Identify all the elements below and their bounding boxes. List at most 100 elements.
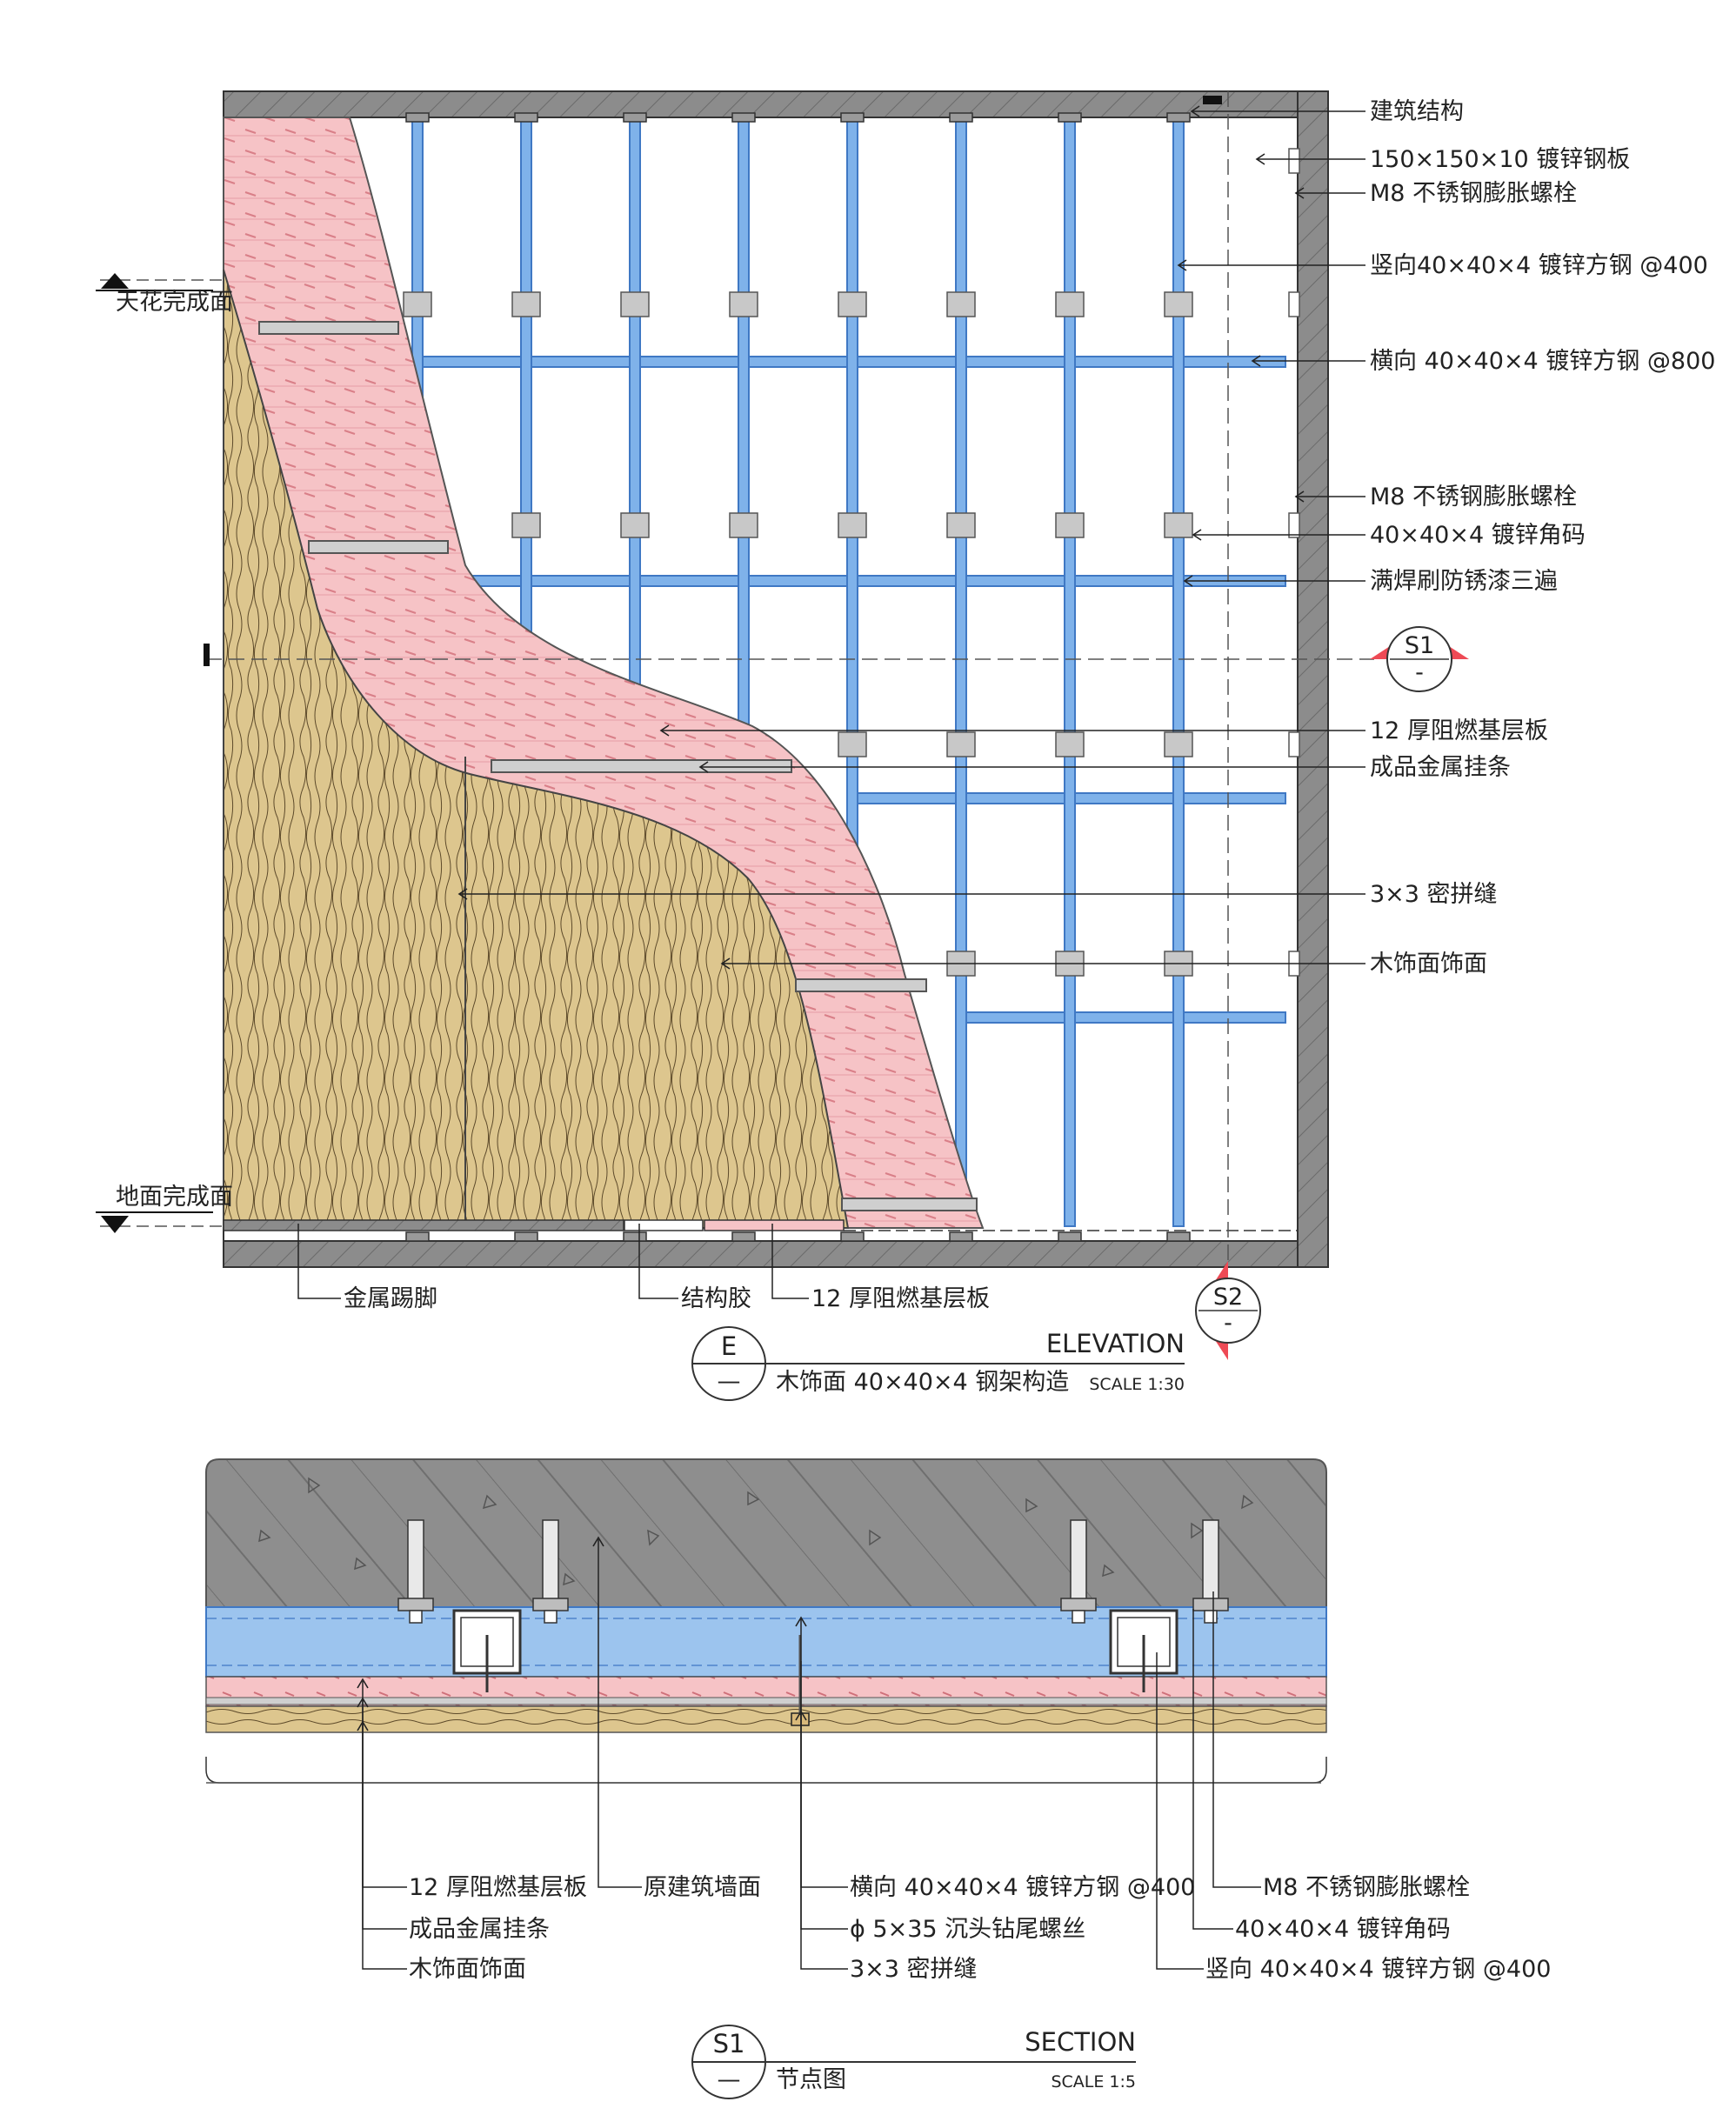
elevation-callout-label: 成品金属挂条 (1370, 754, 1511, 781)
elevation-bottom-callouts: 金属踢脚 结构胶 12 厚阻燃基层板 (297, 1224, 990, 1312)
title-name: ELEVATION (1046, 1329, 1185, 1358)
galvanized-steel-plate (405, 112, 430, 123)
callout-arrowhead (1294, 187, 1305, 199)
angle-bracket (729, 512, 758, 538)
callout-arrowhead (1190, 105, 1200, 117)
bolt-tip (1072, 1610, 1085, 1624)
section-callout-label: 竖向 40×40×4 镀锌方钢 @400 (1205, 1956, 1551, 1983)
angle-bracket (1164, 731, 1193, 757)
horizontal-steel-tube (956, 1011, 1286, 1024)
section-callout-leaders (362, 1539, 1261, 1970)
section-callout-label: 原建筑墙面 (644, 1874, 761, 1901)
galvanized-steel-plate (1166, 1231, 1191, 1242)
wood-veneer (223, 269, 850, 1229)
bolt-nut (1192, 1598, 1229, 1611)
section-marker-dash: - (1224, 1310, 1232, 1337)
galvanized-steel-plate (1166, 112, 1191, 123)
title-scale: SCALE 1:5 (1051, 2072, 1136, 2092)
section-callout-label: M8 不锈钢膨胀螺栓 (1263, 1874, 1470, 1901)
callout-arrowhead (1192, 529, 1202, 541)
section-callout-label: 12 厚阻燃基层板 (409, 1874, 587, 1901)
galvanized-steel-plate (514, 1231, 538, 1242)
callout-arrowhead (659, 724, 670, 737)
angle-bracket (1164, 291, 1193, 317)
bolt-tip (409, 1610, 423, 1624)
angle-bracket (838, 512, 867, 538)
section-callout-label: 40×40×4 镀锌角码 (1235, 1916, 1451, 1943)
section-callout-label: ϕ 5×35 沉头钻尾螺丝 (850, 1916, 1085, 1943)
elevation-callout-label: 竖向40×40×4 镀锌方钢 @400 (1370, 252, 1708, 279)
hanging-strip (491, 759, 792, 773)
callout-arrowhead (1294, 490, 1305, 503)
title-scale: SCALE 1:30 (1089, 1375, 1185, 1394)
metal-hanging-strips (258, 321, 978, 1211)
expansion-bolt (1202, 1519, 1219, 1601)
galvanized-steel-plate (949, 112, 973, 123)
angle-bracket (946, 512, 976, 538)
section-marker-dash: - (1415, 659, 1424, 686)
floor-level-marker: 地面完成面 (96, 1184, 233, 1233)
elevation-callout-label: 建筑结构 (1370, 98, 1464, 125)
galvanized-steel-plate (514, 112, 538, 123)
structural-adhesive (624, 1219, 704, 1231)
section-callout-arrowheads (357, 1536, 807, 1731)
title-sub: — (718, 2066, 741, 2093)
elevation-callout-label: 木饰面饰面 (1370, 951, 1487, 977)
expansion-bolt (542, 1519, 559, 1601)
hanging-strip-section (205, 1697, 1327, 1705)
section-marker-label: S2 (1213, 1284, 1243, 1311)
angle-bracket (1055, 512, 1085, 538)
galvanized-steel-plate (949, 1231, 973, 1242)
bolt-nut (1060, 1598, 1097, 1611)
callout-arrowhead (1255, 153, 1265, 165)
hanging-strip (308, 540, 449, 554)
angle-bracket (1055, 291, 1085, 317)
original-wall (205, 1458, 1327, 1608)
title-desc: 木饰面 40×40×4 钢架构造 (776, 1369, 1069, 1396)
galvanized-steel-plate (1058, 1231, 1082, 1242)
section-marker-s1: S1 - (1370, 626, 1469, 692)
angle-bracket (1055, 731, 1085, 757)
bottom-callout-label: 结构胶 (681, 1285, 751, 1312)
floor-structure (223, 1240, 1329, 1268)
section-title-block: S1 — SECTION 节点图 SCALE 1:5 (691, 2025, 1136, 2099)
section-callout-label: 3×3 密拼缝 (850, 1956, 978, 1983)
title-code: S1 (713, 2029, 745, 2058)
bottom-callout-label: 金属踢脚 (344, 1285, 437, 1312)
elevation-callout-label: M8 不锈钢膨胀螺栓 (1370, 484, 1577, 510)
vertical-steel-tube (1172, 119, 1185, 1227)
angle-bracket (838, 291, 867, 317)
section-hardware (397, 1519, 1229, 1715)
angle-bracket (729, 291, 758, 317)
angle-bracket (403, 291, 432, 317)
wall-anchor-plate (1288, 731, 1300, 757)
galvanized-steel-plate (731, 1231, 756, 1242)
wall-anchor-plate (1288, 512, 1300, 538)
angle-bracket (620, 291, 650, 317)
angle-bracket (620, 512, 650, 538)
elevation-right-callouts: 建筑结构 150×150×10 镀锌钢板 M8 不锈钢膨胀螺栓 竖向40×40×4 镀… (457, 98, 1715, 977)
section-callout-label: 横向 40×40×4 镀锌方钢 @400 (850, 1874, 1195, 1901)
callout-arrowhead (1177, 259, 1187, 271)
callout-arrowhead (698, 761, 709, 773)
floor-level-label: 地面完成面 (116, 1184, 233, 1211)
vertical-steel-tube (955, 119, 967, 1227)
galvanized-steel-plate (405, 1231, 430, 1242)
vertical-steel-tube (1064, 119, 1076, 1227)
elevation-callout-label: 横向 40×40×4 镀锌方钢 @800 (1370, 348, 1715, 375)
section-drawing: 12 厚阻燃基层板 成品金属挂条 木饰面饰面 原建筑墙面 横向 40×40×4 … (205, 1458, 1551, 2099)
expansion-bolt (1070, 1519, 1087, 1601)
wall-anchor-plate (1288, 291, 1300, 317)
callout-arrowhead (1251, 355, 1261, 367)
angle-bracket (1164, 512, 1193, 538)
elevation-callout-label: 150×150×10 镀锌钢板 (1370, 146, 1630, 173)
callout-arrowhead (457, 888, 468, 900)
elevation-callout-label: 40×40×4 镀锌角码 (1370, 522, 1586, 549)
right-wall-structure (1297, 90, 1329, 1268)
angle-bracket (838, 731, 867, 757)
section-marker-s2: S2 - (1195, 1261, 1261, 1360)
section-marker-label: S1 (1405, 632, 1434, 659)
title-name: SECTION (1025, 2027, 1136, 2057)
ceiling-structure (223, 90, 1329, 118)
